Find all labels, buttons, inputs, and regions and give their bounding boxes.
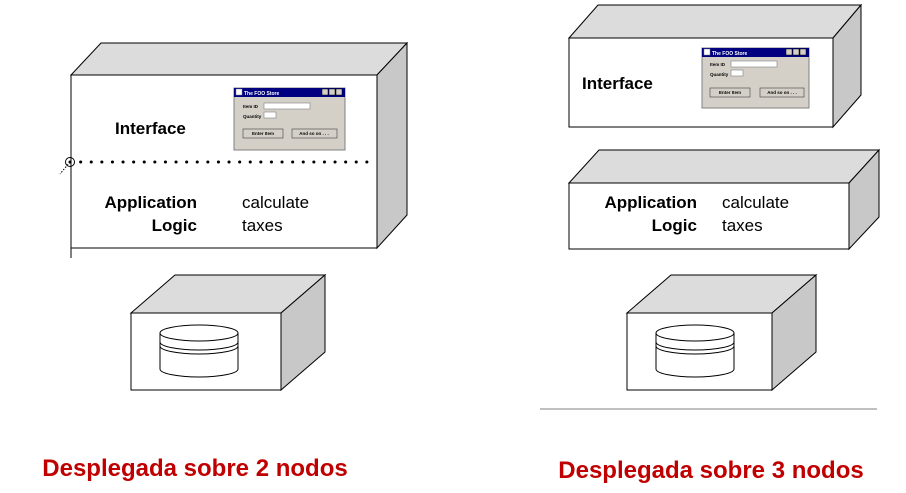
enter-item-button (709, 87, 751, 98)
quantity-field (730, 69, 744, 77)
right-caption: Desplegada sobre 3 nodos (558, 457, 863, 484)
app-icon (703, 48, 711, 56)
maximize-icon (792, 48, 800, 56)
close-icon (799, 48, 807, 56)
svg-text:Enter Item: Enter Item (252, 131, 274, 136)
right-interface-label: Interface (582, 74, 653, 93)
item-id-label: Item ID (710, 62, 726, 67)
quantity-label: Quantity (710, 72, 729, 77)
left-interface-label: Interface (115, 119, 186, 138)
item-id-field (730, 60, 778, 68)
and-so-on-button (759, 87, 805, 98)
app-icon (235, 88, 243, 96)
left-database-icon (159, 324, 239, 378)
right-task-line2: taxes (722, 216, 763, 235)
right-mini-window: The FOO Store Item ID Quantity Enter Ite… (701, 47, 810, 109)
enter-item-button (242, 128, 284, 139)
right-database-icon (655, 324, 735, 378)
right-app-logic-line2: Logic (652, 216, 697, 235)
svg-text:And so on . . .: And so on . . . (299, 131, 329, 136)
svg-text:And so on . . .: And so on . . . (767, 90, 797, 95)
left-mini-window: The FOO Store Item ID Quantity Enter Ite… (233, 87, 346, 151)
item-id-label: Item ID (243, 104, 259, 109)
close-icon (335, 88, 343, 96)
left-task-line1: calculate (242, 193, 309, 212)
right-task-line1: calculate (722, 193, 789, 212)
mini-window-title: The FOO Store (712, 51, 748, 57)
quantity-field (263, 111, 277, 119)
item-id-field (263, 102, 311, 110)
maximize-icon (328, 88, 336, 96)
left-task-line2: taxes (242, 216, 283, 235)
left-app-logic-line1: Application (104, 193, 197, 212)
right-node-app-logic (567, 148, 881, 251)
quantity-label: Quantity (243, 114, 262, 119)
left-caption: Desplegada sobre 2 nodos (42, 455, 347, 482)
right-app-logic-line1: Application (604, 193, 697, 212)
svg-text:Enter Item: Enter Item (719, 90, 741, 95)
left-dotted-separator (59, 157, 370, 175)
and-so-on-button (291, 128, 338, 139)
minimize-icon (321, 88, 329, 96)
mini-window-title: The FOO Store (244, 91, 280, 97)
minimize-icon (785, 48, 793, 56)
left-app-logic-line2: Logic (152, 216, 197, 235)
